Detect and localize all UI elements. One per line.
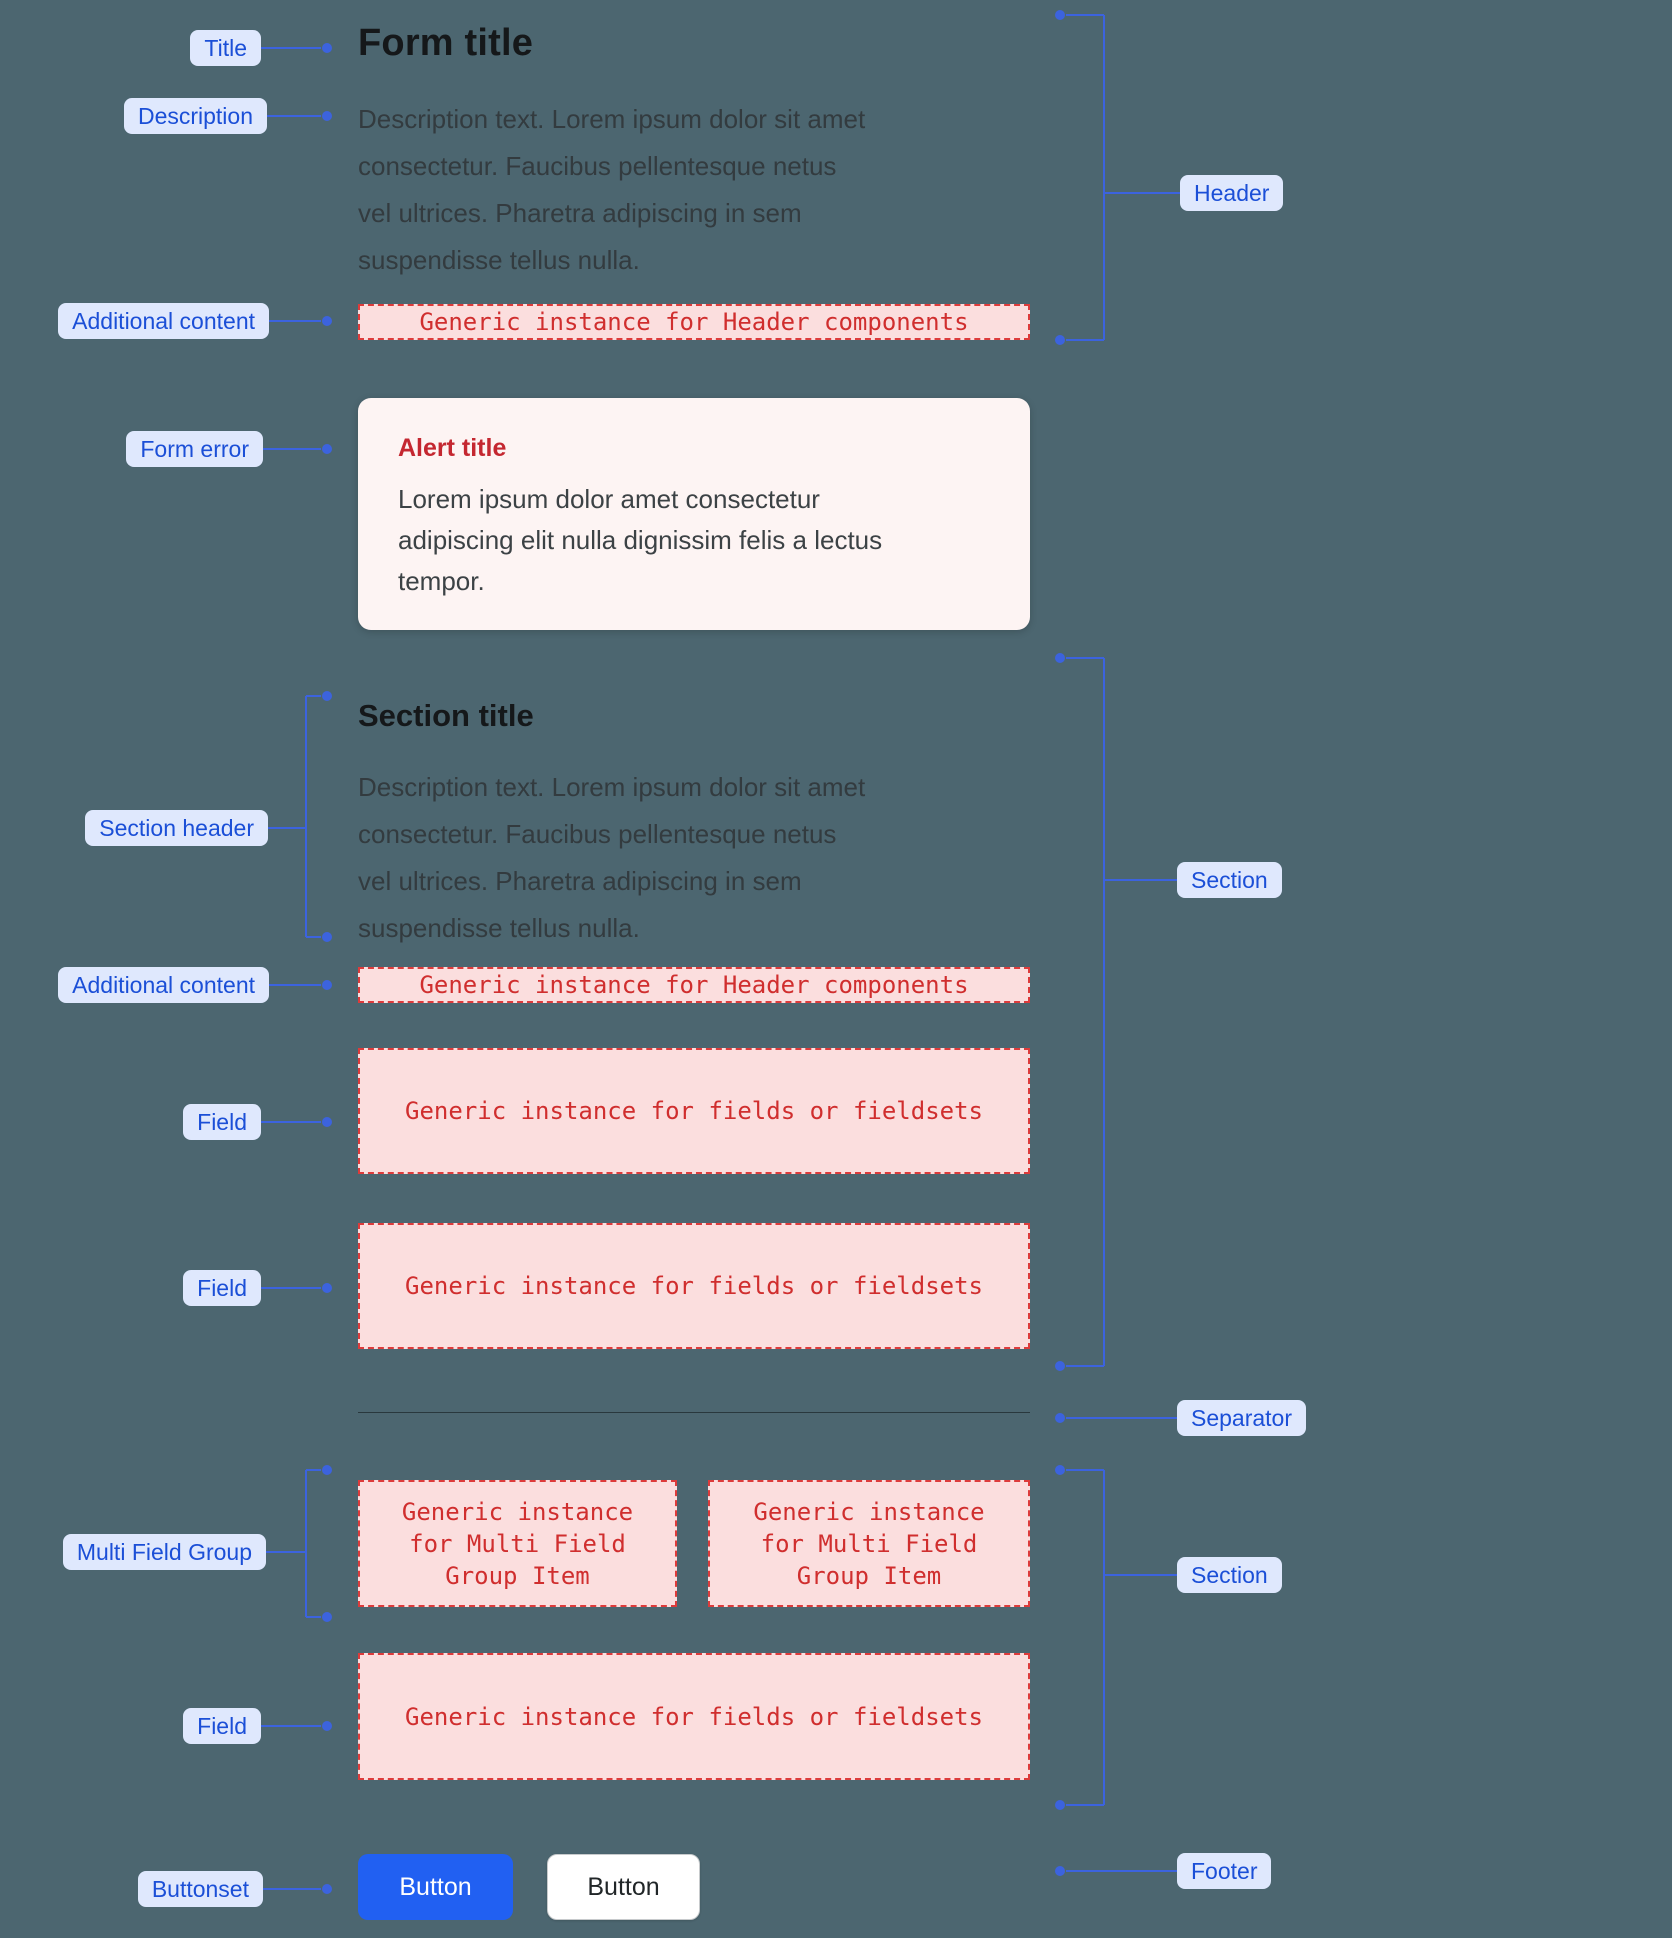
placeholder-text-line: for Multi Field (409, 1529, 626, 1558)
header-additional-content-placeholder: Generic instance for Header components (358, 304, 1030, 340)
placeholder-text-line: Group Item (445, 1561, 590, 1590)
placeholder-text: Generic instance for Header components (419, 971, 969, 999)
section-additional-content-placeholder: Generic instance for Header components (358, 967, 1030, 1003)
section-description-line: Description text. Lorem ipsum dolor sit … (358, 772, 866, 802)
section-description-line: vel ultrices. Pharetra adipiscing in sem (358, 866, 802, 896)
section-description-line: consectetur. Faucibus pellentesque netus (358, 819, 837, 849)
annotation-section-header: Section header (85, 810, 268, 846)
section-title: Section title (358, 698, 534, 733)
alert-title: Alert title (398, 434, 507, 462)
connector-form-error (263, 444, 332, 454)
alert-body-line: tempor. (398, 566, 485, 596)
alert-body-line: adipiscing elit nulla dignissim felis a … (398, 525, 883, 555)
connector-additional-content-2 (269, 980, 332, 990)
placeholder-text: Generic instance for fields or fieldsets (405, 1272, 983, 1300)
connector-section-2-bracket (1055, 1465, 1177, 1810)
placeholder-text: Generic instance for Header components (419, 308, 969, 336)
form-description-line: suspendisse tellus nulla. (358, 245, 640, 275)
connector-description (267, 111, 332, 121)
connector-header-bracket (1055, 10, 1180, 345)
annotation-section-1: Section (1177, 862, 1282, 898)
section-description-line: suspendisse tellus nulla. (358, 913, 640, 943)
connector-section-1-bracket (1055, 653, 1177, 1371)
form-title: Form title (358, 22, 534, 64)
alert-body: Lorem ipsum dolor amet consectetur adipi… (398, 479, 990, 602)
annotation-buttonset: Buttonset (137, 1871, 263, 1907)
annotation-footer: Footer (1177, 1853, 1272, 1889)
placeholder-text-line: Group Item (796, 1561, 942, 1590)
connector-section-header-bracket (268, 691, 332, 942)
annotation-description: Description (123, 98, 267, 134)
field-placeholder-3: Generic instance for fields or fieldsets (358, 1653, 1030, 1780)
connector-separator (1055, 1413, 1177, 1423)
annotation-field-3: Field (183, 1708, 261, 1744)
annotation-additional-content-1: Additional content (58, 303, 269, 339)
connector-multi-field-group-bracket (266, 1465, 332, 1622)
secondary-button[interactable]: Button (547, 1854, 700, 1920)
placeholder-text-line: for Multi Field (760, 1529, 978, 1558)
placeholder-text: Generic instance for fields or fieldsets (405, 1097, 983, 1125)
form-description: Description text. Lorem ipsum dolor sit … (358, 96, 1058, 284)
connector-field-2 (261, 1283, 332, 1293)
form-description-line: Description text. Lorem ipsum dolor sit … (358, 104, 866, 134)
field-placeholder-1: Generic instance for fields or fieldsets (358, 1048, 1030, 1174)
annotation-field-1: Field (183, 1104, 261, 1140)
section-description: Description text. Lorem ipsum dolor sit … (358, 764, 1058, 952)
annotation-title: Title (190, 30, 261, 66)
multi-field-group-item-2: Generic instance for Multi Field Group I… (708, 1480, 1030, 1607)
form-description-line: vel ultrices. Pharetra adipiscing in sem (358, 198, 802, 228)
connector-additional-content-1 (269, 316, 332, 326)
connector-title (261, 43, 332, 53)
annotation-section-2: Section (1177, 1557, 1282, 1593)
form-description-line: consectetur. Faucibus pellentesque netus (358, 151, 837, 181)
field-placeholder-2: Generic instance for fields or fieldsets (358, 1223, 1030, 1349)
primary-button[interactable]: Button (358, 1854, 513, 1920)
annotation-form-error: Form error (126, 431, 263, 467)
annotation-header: Header (1180, 175, 1284, 211)
placeholder-text: Generic instance for fields or fieldsets (405, 1702, 983, 1731)
connector-field-3 (261, 1721, 332, 1731)
annotation-separator: Separator (1177, 1400, 1307, 1436)
form-error-alert: Alert title Lorem ipsum dolor amet conse… (358, 398, 1030, 630)
annotation-field-2: Field (183, 1270, 261, 1306)
placeholder-text-line: Generic instance (401, 1497, 634, 1526)
connector-field-1 (261, 1117, 332, 1127)
alert-body-line: Lorem ipsum dolor amet consectetur (398, 484, 820, 514)
annotation-additional-content-2: Additional content (58, 967, 269, 1003)
connector-buttonset (263, 1884, 332, 1894)
annotation-multi-field-group: Multi Field Group (62, 1534, 266, 1570)
separator-line (358, 1412, 1030, 1413)
multi-field-group-item-1: Generic instance for Multi Field Group I… (358, 1480, 677, 1607)
placeholder-text-line: Generic instance (753, 1497, 985, 1526)
connector-footer (1055, 1866, 1177, 1876)
